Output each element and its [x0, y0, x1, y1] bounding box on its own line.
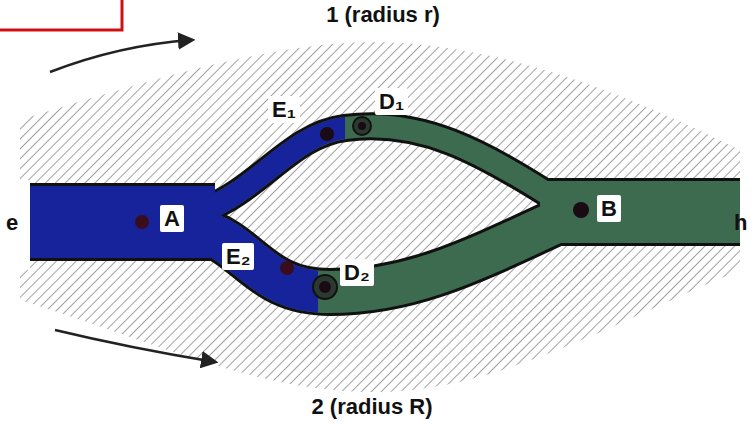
- flow-arrow: [50, 40, 215, 362]
- point-label: D₂: [340, 259, 374, 286]
- point-label: A: [160, 205, 184, 232]
- point-label: D₁: [375, 88, 408, 115]
- channel-outline: [30, 126, 740, 292]
- point-label: B: [597, 195, 621, 222]
- frame-corner: [0, 0, 122, 30]
- green-fluid: [30, 126, 740, 292]
- blue-fluid: [30, 126, 565, 292]
- measure-points: [135, 117, 589, 299]
- channel-name: 2 (radius R): [311, 394, 432, 419]
- channel-name: 1 (radius r): [326, 2, 440, 27]
- point-label: E₂: [222, 243, 254, 270]
- end-label: h: [734, 210, 747, 235]
- hatched-wall: [20, 42, 740, 392]
- point-label: E₁: [268, 96, 300, 123]
- end-label: e: [6, 210, 18, 235]
